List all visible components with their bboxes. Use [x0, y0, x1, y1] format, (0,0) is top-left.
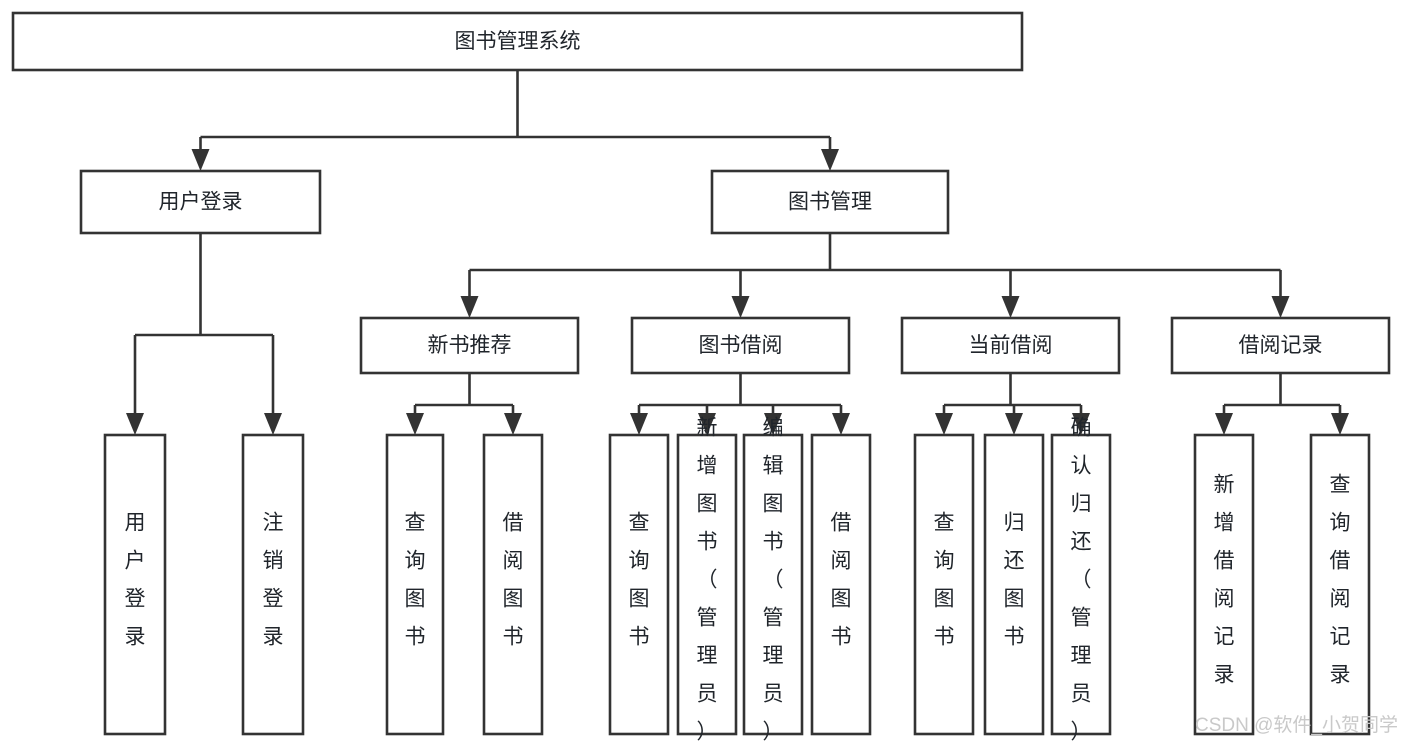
node-box-borrow-record [1170, 316, 1391, 375]
node-user-login[interactable]: 用户登录 [79, 169, 322, 235]
arrow-head-borrow-record [1271, 296, 1290, 318]
node-leaf-query-book-current[interactable]: 查询图书 [913, 433, 975, 736]
node-box-leaf-borrow-book [810, 433, 872, 736]
node-box-new-book-recommend [359, 316, 580, 375]
node-label-borrow-record: 借阅记录 [1239, 334, 1323, 357]
node-label-root: 图书管理系统 [455, 30, 581, 53]
arrow-head-user-login [191, 149, 210, 171]
arrow-head-leaf-confirm-return [1072, 413, 1090, 435]
arrow-head-leaf-query-borrow-record [1331, 413, 1349, 435]
node-leaf-borrow-book[interactable]: 借阅图书 [810, 433, 872, 736]
arrow-head-book-borrow [731, 296, 750, 318]
node-box-leaf-confirm-return [1050, 433, 1112, 736]
node-label-leaf-return-book: 归还图书 [1004, 512, 1025, 649]
node-box-leaf-add-borrow-record [1193, 433, 1255, 736]
node-label-new-book-recommend: 新书推荐 [428, 334, 512, 357]
node-box-book-borrow [630, 316, 851, 375]
arrow-head-leaf-logout [264, 413, 282, 435]
node-box-book-management [710, 169, 950, 235]
arrow-head-leaf-borrow-book-recommend [504, 413, 522, 435]
connector-layer [126, 70, 1349, 435]
arrow-head-leaf-query-book-current [935, 413, 953, 435]
node-label-leaf-confirm-return: 确认归还（管理员） [1071, 417, 1092, 744]
arrow-head-leaf-edit-book [764, 413, 782, 435]
node-box-leaf-borrow-book-recommend [482, 433, 544, 736]
node-leaf-return-book[interactable]: 归还图书 [983, 433, 1045, 736]
arrow-head-new-book-recommend [460, 296, 479, 318]
node-borrow-record[interactable]: 借阅记录 [1170, 316, 1391, 375]
arrow-head-leaf-add-borrow-record [1215, 413, 1233, 435]
node-label-leaf-edit-book: 编辑图书（管理员） [763, 417, 784, 744]
arrow-head-leaf-add-book [698, 413, 716, 435]
node-leaf-add-borrow-record[interactable]: 新增借阅记录 [1193, 433, 1255, 736]
arrow-head-leaf-query-book-borrow [630, 413, 648, 435]
node-current-borrow[interactable]: 当前借阅 [900, 316, 1121, 375]
node-box-leaf-query-borrow-record [1309, 433, 1371, 736]
node-leaf-query-book-recommend[interactable]: 查询图书 [385, 433, 445, 736]
node-label-book-borrow: 图书借阅 [699, 334, 783, 357]
node-leaf-query-borrow-record[interactable]: 查询借阅记录 [1309, 433, 1371, 736]
node-label-leaf-query-book-borrow: 查询图书 [629, 512, 650, 649]
node-leaf-logout[interactable]: 注销登录 [241, 433, 305, 736]
node-new-book-recommend[interactable]: 新书推荐 [359, 316, 580, 375]
node-leaf-borrow-book-recommend[interactable]: 借阅图书 [482, 433, 544, 736]
node-leaf-user-login[interactable]: 用户登录 [103, 433, 167, 736]
node-label-leaf-query-book-recommend: 查询图书 [405, 512, 426, 649]
node-box-leaf-return-book [983, 433, 1045, 736]
node-label-book-management: 图书管理 [788, 191, 872, 214]
node-label-leaf-borrow-book-recommend: 借阅图书 [503, 512, 524, 649]
node-book-management[interactable]: 图书管理 [710, 169, 950, 235]
node-box-leaf-logout [241, 433, 305, 736]
node-leaf-edit-book[interactable]: 编辑图书（管理员） [742, 417, 804, 744]
node-root[interactable]: 图书管理系统 [11, 11, 1024, 72]
node-label-current-borrow: 当前借阅 [969, 334, 1053, 357]
node-box-leaf-user-login [103, 433, 167, 736]
node-box-current-borrow [900, 316, 1121, 375]
arrow-head-leaf-query-book-recommend [406, 413, 424, 435]
node-label-leaf-query-book-current: 查询图书 [934, 512, 955, 649]
arrow-head-leaf-user-login [126, 413, 144, 435]
node-label-leaf-add-borrow-record: 新增借阅记录 [1214, 474, 1235, 687]
node-box-leaf-edit-book [742, 433, 804, 736]
node-box-leaf-query-book-borrow [608, 433, 670, 736]
arrow-head-leaf-borrow-book [832, 413, 850, 435]
node-label-leaf-add-book: 新增图书（管理员） [697, 417, 718, 744]
node-box-root [11, 11, 1024, 72]
node-label-leaf-borrow-book: 借阅图书 [831, 512, 852, 649]
node-box-leaf-query-book-current [913, 433, 975, 736]
node-layer: 图书管理系统用户登录图书管理新书推荐图书借阅当前借阅借阅记录用户登录注销登录查询… [11, 11, 1391, 744]
node-leaf-query-book-borrow[interactable]: 查询图书 [608, 433, 670, 736]
arrow-head-leaf-return-book [1005, 413, 1023, 435]
arrow-head-current-borrow [1001, 296, 1020, 318]
node-leaf-add-book[interactable]: 新增图书（管理员） [676, 417, 738, 744]
node-box-user-login [79, 169, 322, 235]
node-label-user-login: 用户登录 [159, 191, 243, 214]
node-label-leaf-query-borrow-record: 查询借阅记录 [1330, 474, 1351, 687]
node-label-leaf-user-login: 用户登录 [125, 512, 146, 649]
node-leaf-confirm-return[interactable]: 确认归还（管理员） [1050, 417, 1112, 744]
arrow-head-book-management [821, 149, 839, 171]
node-box-leaf-query-book-recommend [385, 433, 445, 736]
csdn-watermark: CSDN @软件_小贺同学 [1195, 714, 1398, 736]
node-book-borrow[interactable]: 图书借阅 [630, 316, 851, 375]
node-box-leaf-add-book [676, 433, 738, 736]
node-label-leaf-logout: 注销登录 [263, 512, 284, 649]
